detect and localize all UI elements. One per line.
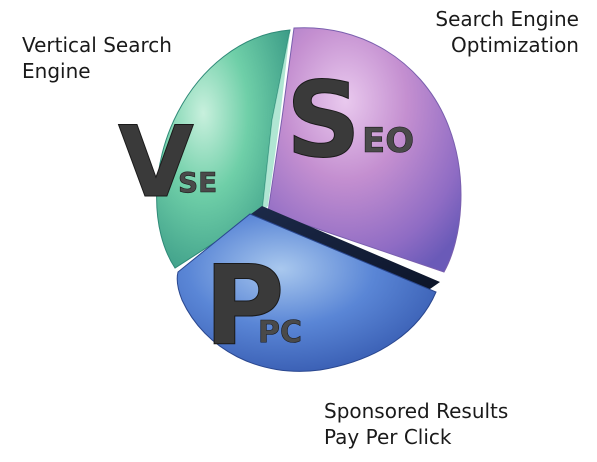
monogram-seo: S EO: [286, 59, 415, 182]
caption-ppc-line-1: Sponsored Results: [324, 399, 509, 423]
caption-seo-line-1: Search Engine: [435, 7, 579, 31]
monogram-vse-big: V: [118, 106, 194, 220]
monogram-seo-small: EO: [362, 121, 414, 161]
monogram-ppc-big: P: [204, 242, 285, 370]
caption-vse-line-1: Vertical Search: [22, 33, 172, 57]
monogram-ppc-small: PC: [258, 315, 302, 350]
caption-seo-line-2: Optimization: [451, 33, 579, 57]
segment-ppc: [176, 213, 437, 372]
segment-vse: [156, 29, 291, 269]
caption-ppc-line-2: Pay Per Click: [324, 425, 452, 449]
monogram-vse: V SE: [118, 106, 218, 221]
monogram-vse-small: SE: [178, 166, 217, 199]
caption-vertical-search-engine: Vertical Search Engine: [22, 32, 172, 84]
caption-sponsored-results: Sponsored Results Pay Per Click: [324, 398, 508, 450]
monogram-seo-big: S: [286, 59, 361, 181]
caption-vse-line-2: Engine: [22, 59, 91, 83]
monogram-ppc: P PC: [204, 242, 303, 371]
caption-search-engine-optimization: Search Engine Optimization: [435, 6, 579, 58]
segment-seo: [267, 27, 462, 273]
segment-vse-ridge: [262, 30, 290, 212]
